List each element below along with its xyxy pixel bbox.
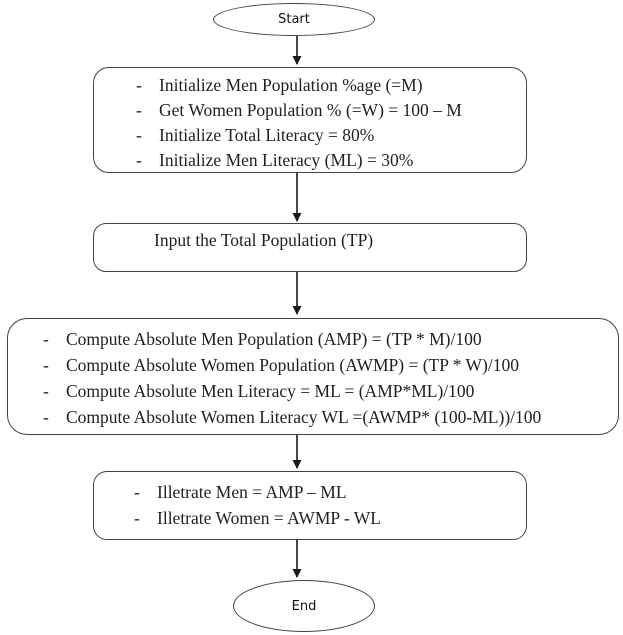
process-initialize-box: - Initialize Men Population %age (=M) - … (93, 67, 527, 173)
bullet-dash: - (134, 482, 140, 502)
list-item-text: Compute Absolute Men Population (AMP) = … (66, 329, 482, 349)
list-item: - Initialize Men Population %age (=M) (136, 73, 522, 98)
start-label: Start (278, 12, 310, 27)
bullet-dash: - (134, 508, 140, 528)
bullet-dash: - (136, 75, 142, 95)
list-item-text: Compute Absolute Women Population (AWMP)… (66, 355, 519, 375)
process-result-box: - Illetrate Men = AMP – ML - Illetrate W… (93, 471, 527, 540)
list-item: - Initialize Men Literacy (ML) = 30% (136, 148, 522, 173)
list-item-text: Compute Absolute Women Literacy WL =(AWM… (66, 407, 542, 427)
bullet-dash: - (136, 150, 142, 170)
list-item: - Compute Absolute Men Literacy = ML = (… (43, 378, 614, 404)
bullet-dash: - (43, 407, 49, 427)
start-terminator: Start (213, 3, 375, 36)
bullet-dash: - (136, 125, 142, 145)
list-item-text: Initialize Total Literacy = 80% (159, 125, 375, 145)
list-item: - Illetrate Women = AWMP - WL (134, 505, 522, 531)
list-item-text: Initialize Men Literacy (ML) = 30% (159, 150, 414, 170)
list-item-text: Illetrate Women = AWMP - WL (157, 508, 381, 528)
end-label: End (291, 598, 317, 614)
list-item-text: Get Women Population % (=W) = 100 – M (159, 100, 462, 120)
bullet-dash: - (43, 381, 49, 401)
list-item: - Compute Absolute Women Population (AWM… (43, 352, 614, 378)
list-item: - Compute Absolute Men Population (AMP) … (43, 326, 614, 352)
end-terminator: End (233, 580, 375, 632)
list-item: - Illetrate Men = AMP – ML (134, 479, 522, 505)
list-item: - Get Women Population % (=W) = 100 – M (136, 98, 522, 123)
list-item: - Initialize Total Literacy = 80% (136, 123, 522, 148)
list-item-text: Illetrate Men = AMP – ML (157, 482, 347, 502)
list-item-text: Initialize Men Population %age (=M) (159, 75, 423, 95)
input-box-text: Input the Total Population (TP) (154, 230, 374, 250)
process-input-box: Input the Total Population (TP) (93, 223, 527, 272)
process-compute-box: - Compute Absolute Men Population (AMP) … (7, 318, 619, 435)
list-item: - Compute Absolute Women Literacy WL =(A… (43, 404, 614, 430)
bullet-dash: - (43, 355, 49, 375)
bullet-dash: - (43, 329, 49, 349)
bullet-dash: - (136, 100, 142, 120)
list-item-text: Compute Absolute Men Literacy = ML = (AM… (66, 381, 475, 401)
